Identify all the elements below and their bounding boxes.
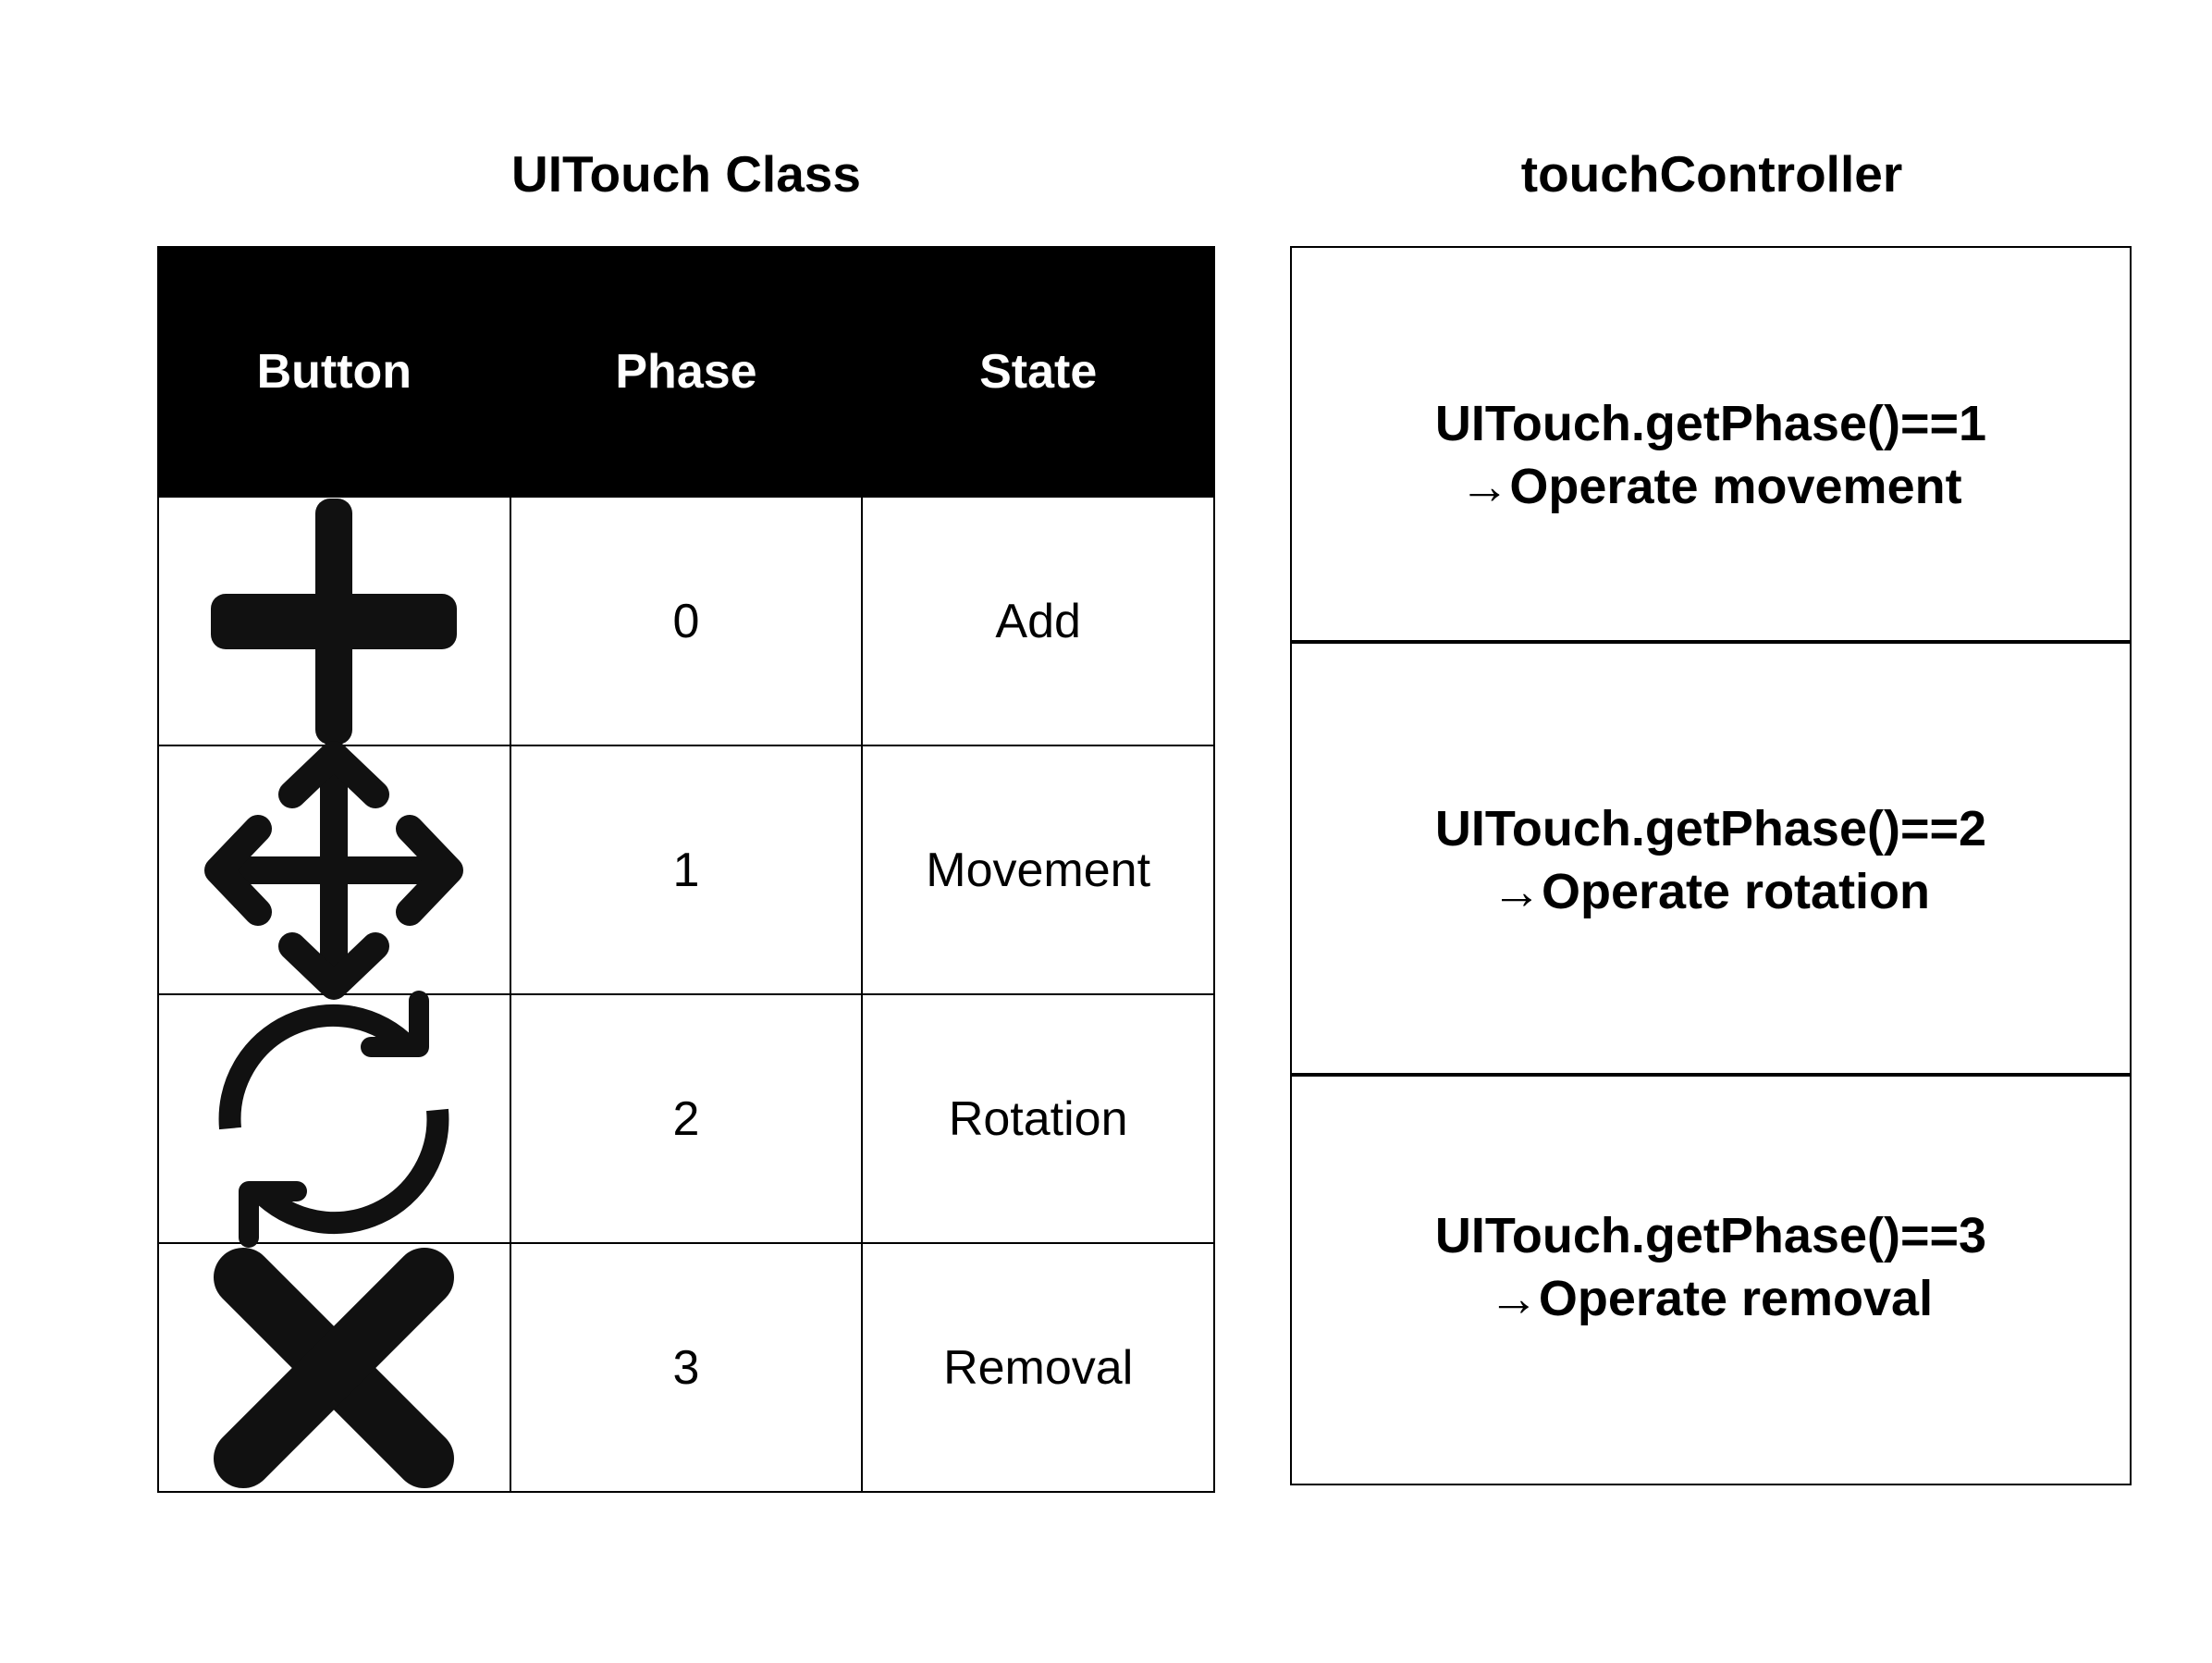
button-cell xyxy=(157,990,511,1248)
phase-cell: 1 xyxy=(509,745,864,995)
plus-icon xyxy=(211,498,458,745)
uitouch-class-title: UITouch Class xyxy=(511,145,861,203)
controller-case-2: UITouch.getPhase()==2 →Operate rotation xyxy=(1292,644,2130,1077)
header-button: Button xyxy=(157,246,511,498)
header-state: State xyxy=(861,246,1215,498)
controller-case-1: UITouch.getPhase()==1 →Operate movement xyxy=(1292,248,2130,644)
condition-text: UITouch.getPhase()==3 xyxy=(1434,1208,1987,1263)
phase-state-table: Button Phase State 0 Add xyxy=(157,246,1215,1493)
state-cell: Add xyxy=(861,496,1215,746)
action-text: →Operate rotation xyxy=(1491,864,1931,919)
button-cell xyxy=(157,496,511,746)
controller-case-3: UITouch.getPhase()==3 →Operate removal xyxy=(1292,1077,2130,1484)
header-phase: Phase xyxy=(509,246,864,498)
table-row: 0 Add xyxy=(157,496,1215,746)
table-header-row: Button Phase State xyxy=(157,246,1215,498)
state-cell: Removal xyxy=(861,1242,1215,1493)
action-text: →Operate movement xyxy=(1459,459,1962,514)
rotate-icon xyxy=(218,990,449,1248)
table-row: 3 Removal xyxy=(157,1242,1215,1493)
phase-cell: 3 xyxy=(509,1242,864,1493)
condition-text: UITouch.getPhase()==2 xyxy=(1434,801,1987,856)
touch-controller-box: UITouch.getPhase()==1 →Operate movement … xyxy=(1290,246,2132,1485)
button-cell xyxy=(157,740,511,1000)
button-cell xyxy=(157,1242,511,1493)
close-x-icon xyxy=(214,1247,455,1488)
table-row: 1 Movement xyxy=(157,740,1215,1000)
condition-text: UITouch.getPhase()==1 xyxy=(1434,396,1987,451)
phase-cell: 2 xyxy=(509,993,864,1244)
move-arrows-icon xyxy=(204,740,464,1000)
state-cell: Rotation xyxy=(861,993,1215,1244)
table-row: 2 Rotation xyxy=(157,990,1215,1248)
state-cell: Movement xyxy=(861,745,1215,995)
touch-controller-title: touchController xyxy=(1520,145,1903,203)
action-text: →Operate removal xyxy=(1488,1271,1934,1326)
phase-cell: 0 xyxy=(509,496,864,746)
